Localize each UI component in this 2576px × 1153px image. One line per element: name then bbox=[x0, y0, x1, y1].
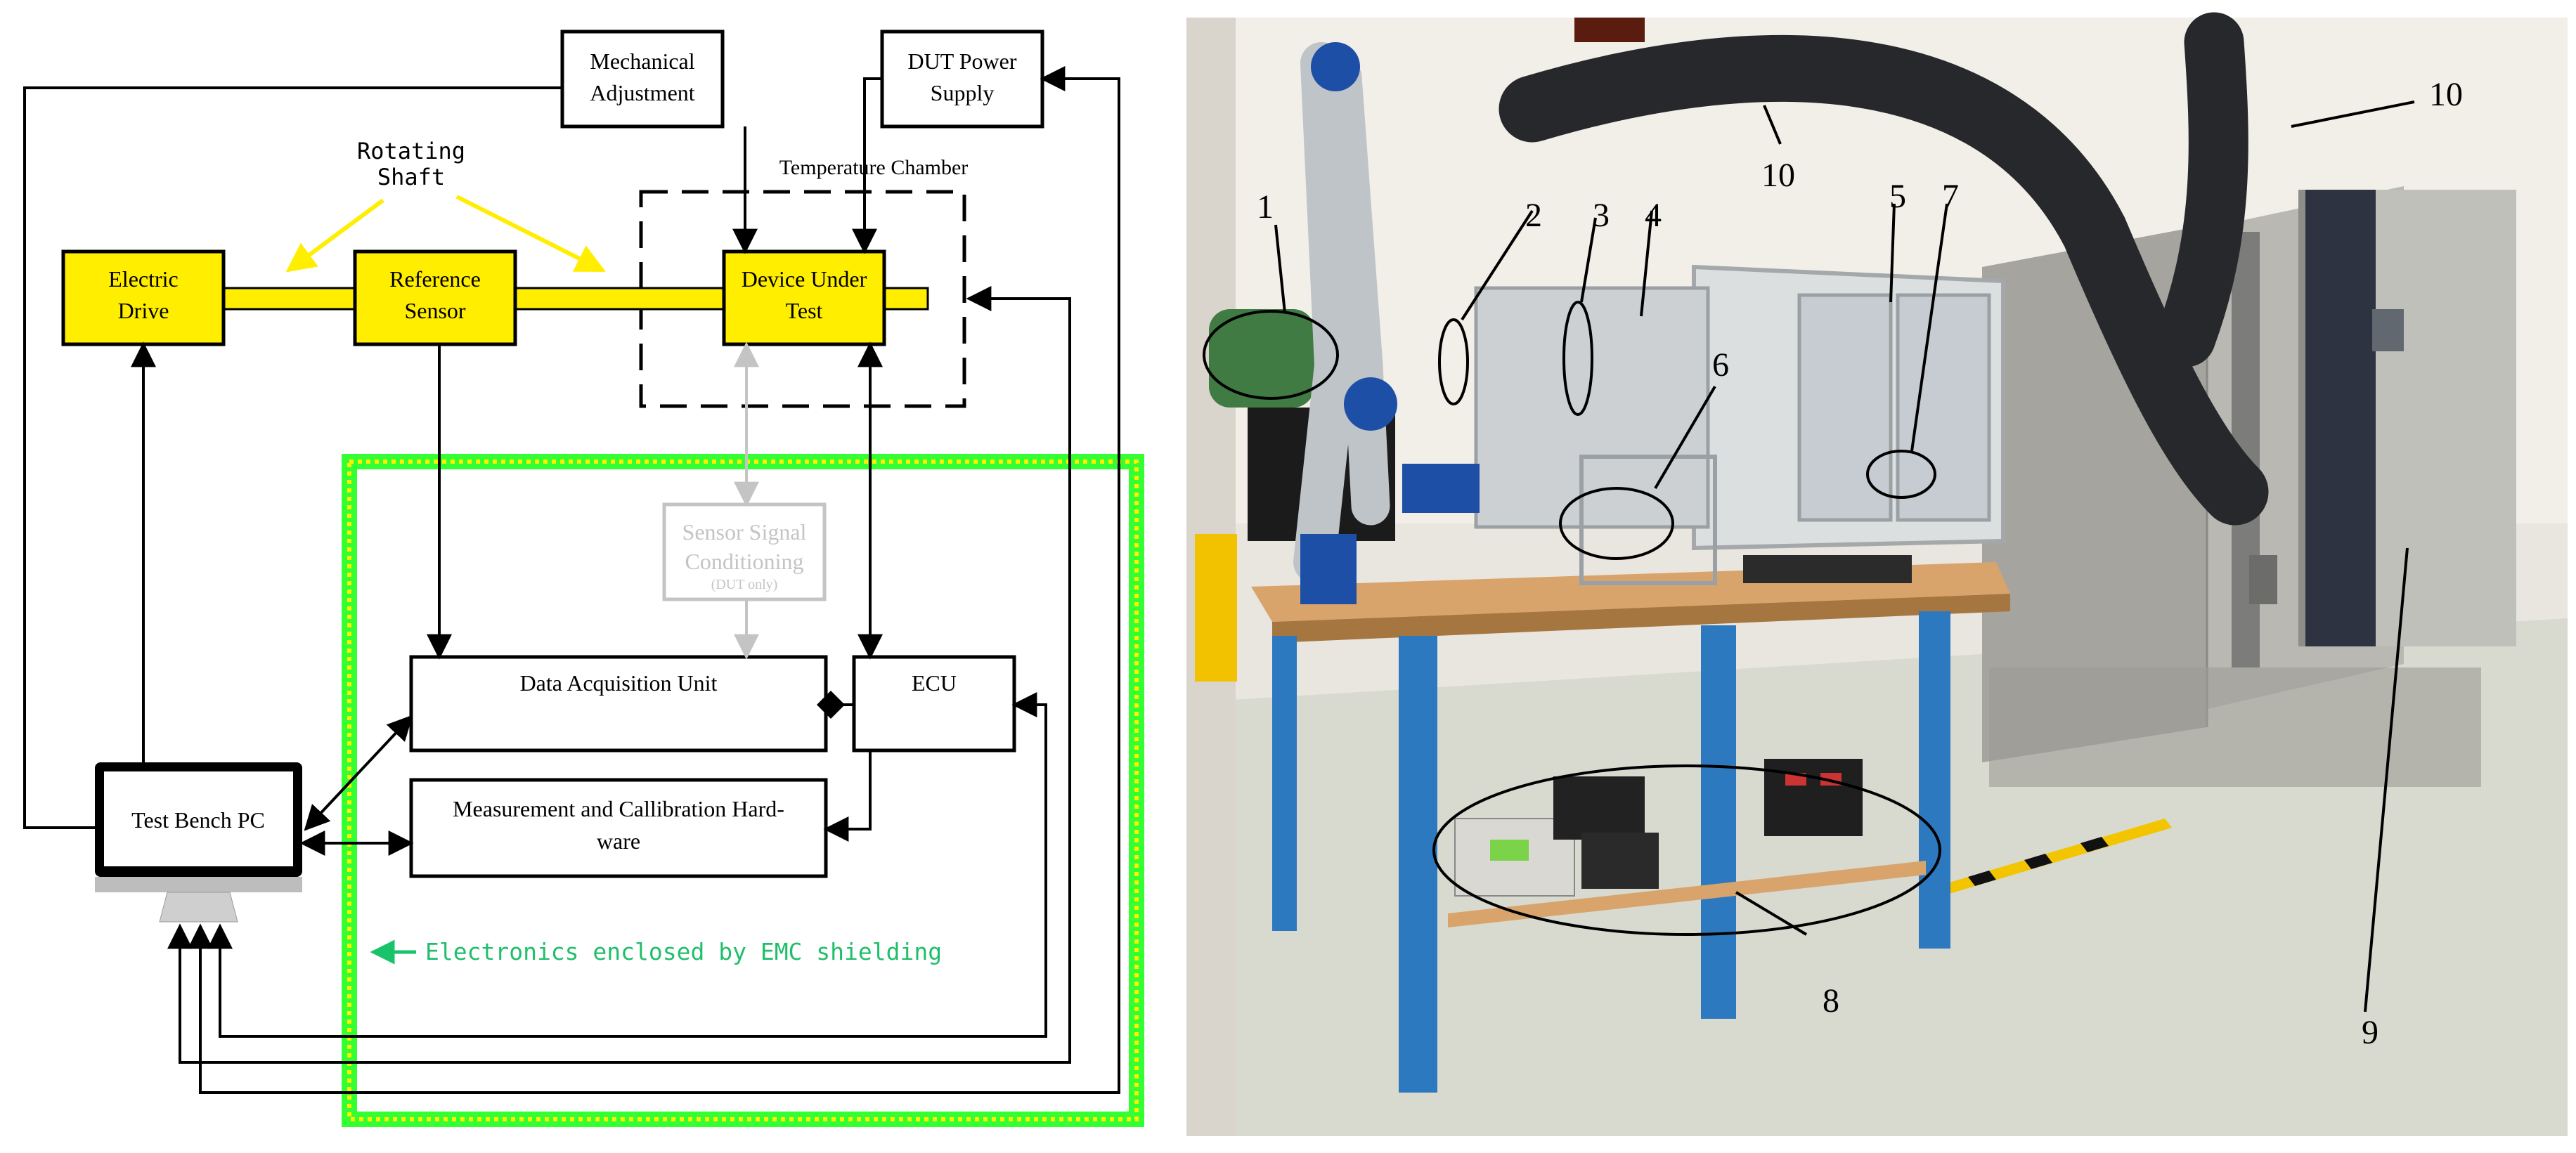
reference-sensor-label-1: Reference bbox=[389, 266, 481, 292]
callout-leaders bbox=[1274, 100, 2415, 1012]
test-bench-pc: Test Bench PC bbox=[95, 762, 302, 923]
signal-conditioning-label-2: Conditioning bbox=[685, 549, 804, 574]
callout-5: 5 bbox=[1889, 178, 1906, 215]
callout-10b: 10 bbox=[2429, 76, 2463, 113]
ecu-label: ECU bbox=[912, 670, 957, 696]
reference-sensor-label-2: Sensor bbox=[404, 298, 465, 323]
callout-1: 1 bbox=[1257, 188, 1274, 226]
callout-6: 6 bbox=[1712, 346, 1729, 384]
measurement-calibration-hardware-box: Measurement and Callibration Hard- ware bbox=[409, 778, 828, 878]
conn-pc-dut-side bbox=[179, 286, 1071, 1064]
data-acquisition-unit-box: Data Acquisition Unit bbox=[409, 655, 828, 753]
temperature-chamber-photo bbox=[1982, 186, 2516, 787]
dut-power-supply-label-1: DUT Power bbox=[908, 48, 1017, 74]
callout-10a: 10 bbox=[1761, 157, 1795, 194]
shaft-arrow-right bbox=[455, 195, 606, 273]
exhaust-ducts bbox=[1499, 12, 2269, 526]
callout-3: 3 bbox=[1593, 197, 1610, 234]
callout-9: 9 bbox=[2362, 1014, 2378, 1051]
conn-ecu-mch bbox=[823, 750, 872, 842]
conn-pc-ecu bbox=[219, 692, 1047, 1038]
electric-drive-label-1: Electric bbox=[108, 266, 178, 292]
signal-conditioning-label-3: (DUT only) bbox=[711, 577, 778, 592]
connections bbox=[23, 66, 1120, 1094]
data-acquisition-unit-label: Data Acquisition Unit bbox=[520, 670, 718, 696]
emc-note-label: Electronics enclosed by EMC shielding bbox=[425, 938, 942, 965]
floor-tape bbox=[1940, 819, 2172, 894]
sensor-signal-conditioning-box: Sensor Signal Conditioning (DUT only) bbox=[662, 502, 827, 601]
ecu-box: ECU bbox=[852, 655, 1016, 753]
shaft-arrow-left bbox=[285, 198, 384, 273]
temperature-chamber-label: Temperature Chamber bbox=[779, 156, 969, 179]
rotating-shaft-label-2: Shaft bbox=[377, 164, 445, 190]
electric-drive-label-2: Drive bbox=[118, 298, 169, 323]
signal-conditioning-label-1: Sensor Signal bbox=[682, 519, 807, 545]
callout-7: 7 bbox=[1942, 178, 1959, 215]
callout-numbers: 1 2 3 4 5 6 7 8 9 10 10 bbox=[1257, 76, 2463, 1051]
temperature-chamber-box bbox=[639, 190, 966, 408]
callout-8: 8 bbox=[1823, 982, 1839, 1020]
mch-label-2: ware bbox=[597, 828, 640, 854]
conn-pc-daq bbox=[304, 715, 413, 831]
dut-power-supply-box: DUT Power Supply bbox=[880, 30, 1044, 129]
mechanical-adjustment-label-1: Mechanical bbox=[590, 48, 694, 74]
mechanical-adjustment-label-2: Adjustment bbox=[590, 80, 694, 105]
reference-sensor-box: Reference Sensor bbox=[353, 249, 517, 346]
rotating-shaft-label-1: Rotating bbox=[357, 138, 465, 164]
dut-power-supply-label-2: Supply bbox=[931, 80, 995, 105]
conn-pc-mech-adjust bbox=[23, 86, 562, 829]
mch-label-1: Measurement and Callibration Hard- bbox=[453, 796, 784, 821]
enclosure-cabinet bbox=[1474, 264, 2005, 585]
callout-markers bbox=[1203, 301, 1941, 936]
duct-top-mount bbox=[1574, 18, 1645, 42]
test-bench-pc-label: Test Bench PC bbox=[131, 807, 265, 833]
callout-4: 4 bbox=[1645, 197, 1662, 234]
mechanical-adjustment-box: Mechanical Adjustment bbox=[560, 30, 725, 129]
callout-2: 2 bbox=[1525, 197, 1542, 234]
conn-power-dut bbox=[852, 77, 882, 254]
electric-drive-box: Electric Drive bbox=[61, 249, 226, 346]
lab-photo: 1 2 3 4 5 6 7 8 9 10 10 bbox=[1186, 12, 2568, 1136]
block-diagram: Temperature Chamber Rotating Shaft Mecha… bbox=[23, 30, 1144, 1127]
device-under-test-label-1: Device Under bbox=[742, 266, 867, 292]
device-under-test-label-2: Test bbox=[786, 298, 823, 323]
device-under-test-box: Device Under Test bbox=[722, 249, 886, 346]
conn-pc-power bbox=[199, 66, 1120, 1094]
